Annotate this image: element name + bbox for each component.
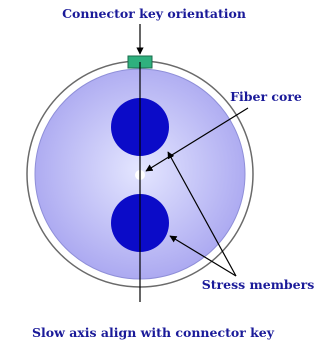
connector-key-label: Connector key orientation	[62, 6, 246, 21]
fiber-core-arrow	[145, 107, 249, 172]
slow-axis-label: Slow axis align with connector key	[32, 325, 275, 340]
stress-members-label: Stress members	[202, 277, 315, 292]
stress-members-arrow-bottom	[169, 235, 237, 277]
stress-members-arrow-top	[167, 151, 237, 277]
fiber-core-label: Fiber core	[230, 89, 302, 104]
